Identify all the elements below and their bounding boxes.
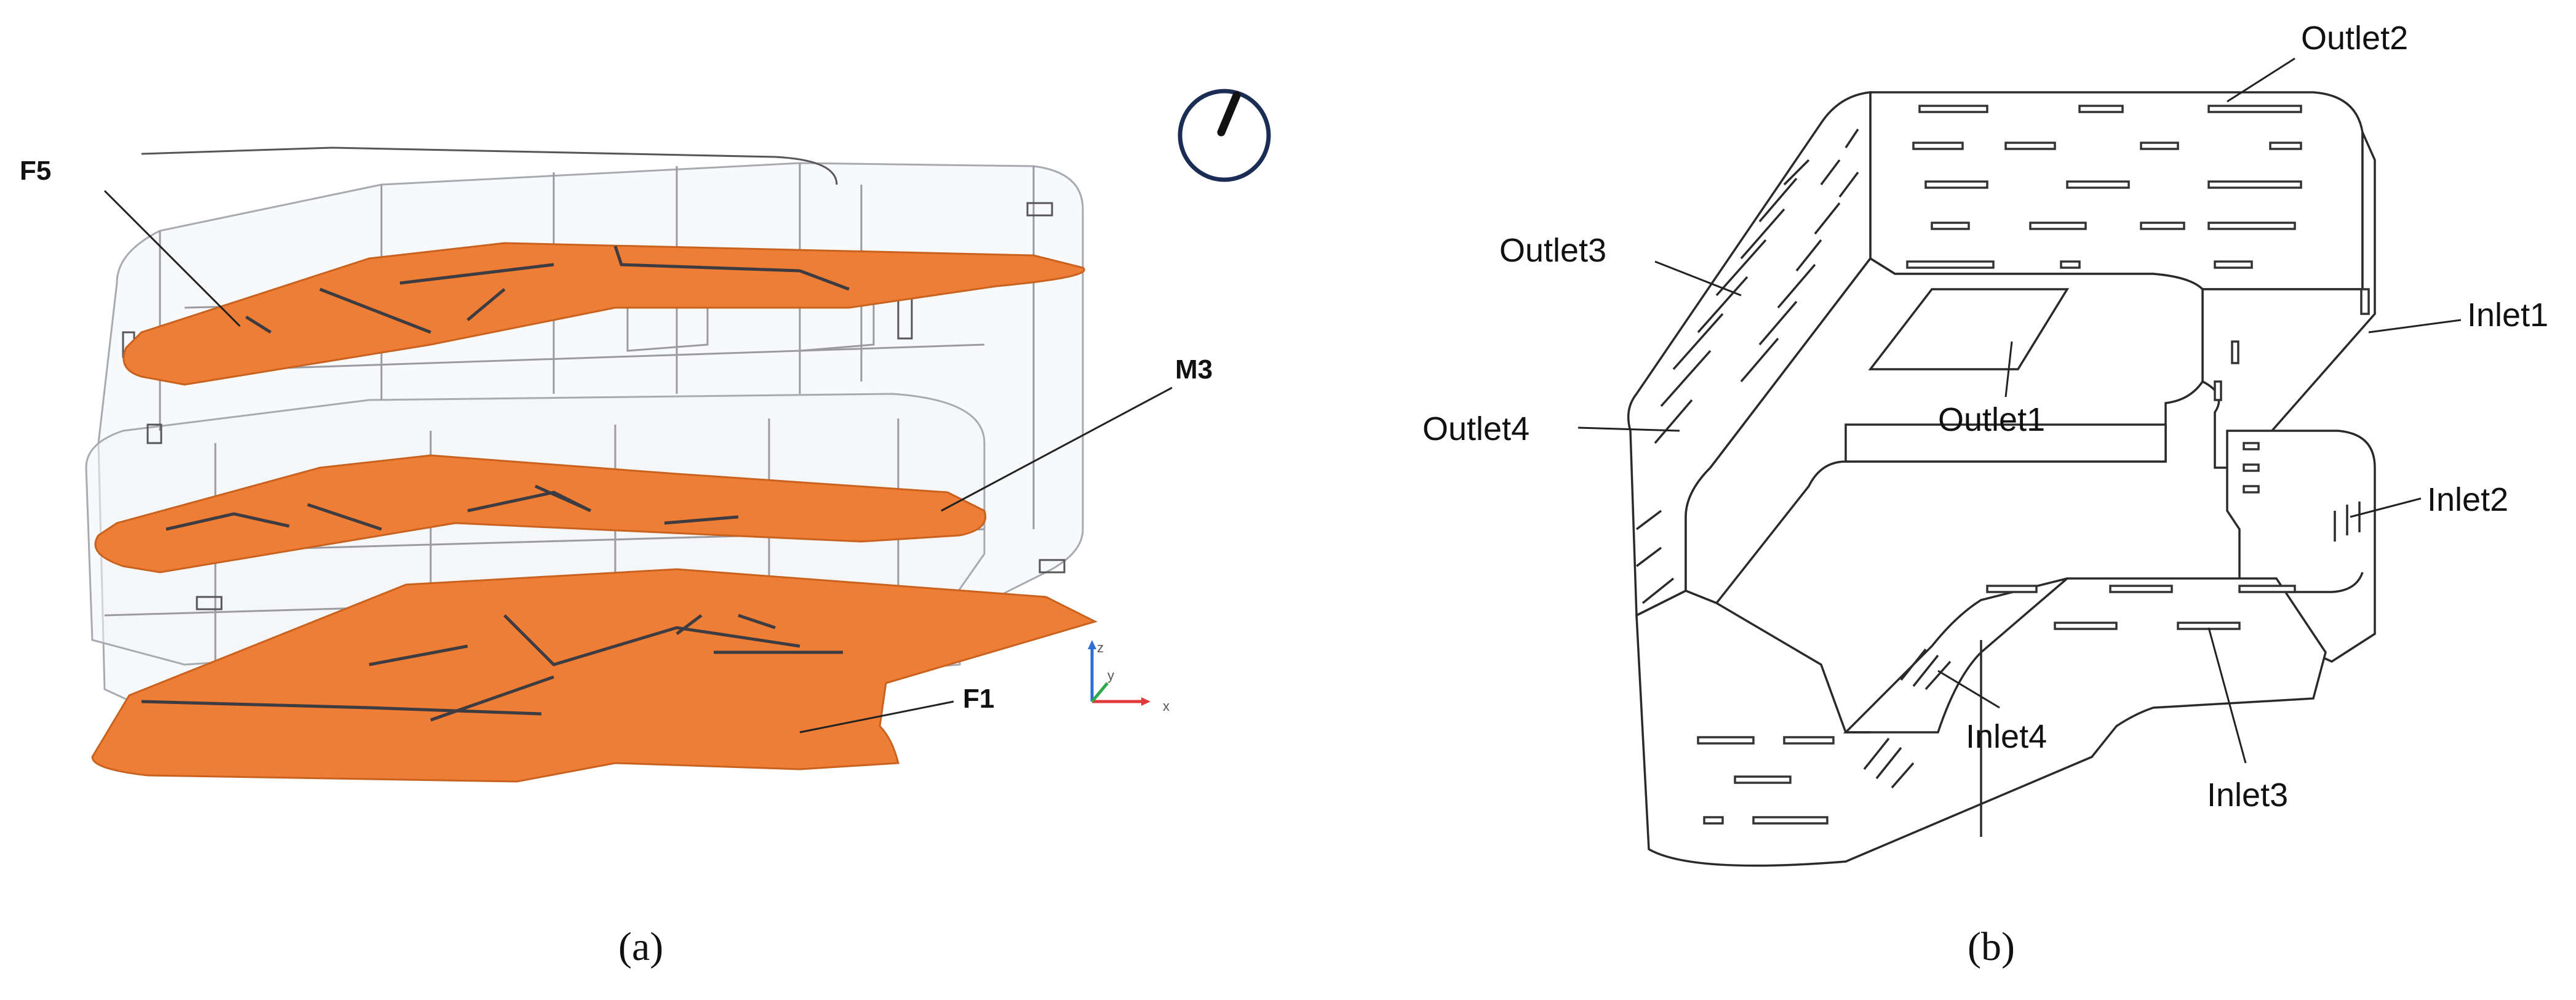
label-inlet3: Inlet3 [2207,777,2288,814]
label-f1-group: F1 [799,684,994,734]
label-outlet4-group: Outlet4 [1422,410,1680,447]
label-inlet1: Inlet1 [2467,297,2548,334]
outlet1-square [1868,288,2070,370]
label-outlet1: Outlet1 [1938,401,2045,438]
caption-b: (b) [1968,924,2015,969]
panel-a-building-model: F5 M3 F1 z y x (a) [20,89,1271,969]
axis-y-label: y [1107,668,1114,683]
label-outlet2-group: Outlet2 [2227,20,2408,103]
label-inlet4-group: Inlet4 [1937,670,2047,755]
label-f5-group: F5 [20,156,241,327]
floor-f1 [91,568,1098,783]
axis-z-label: z [1097,640,1104,655]
label-outlet4: Outlet4 [1422,410,1529,447]
lower-floor [1635,510,2327,867]
label-m3: M3 [1175,354,1213,385]
compass-icon [1178,89,1271,182]
label-m3-group: M3 [941,354,1213,512]
label-outlet3-group: Outlet3 [1499,232,1742,297]
label-f1: F1 [963,684,994,714]
label-outlet2: Outlet2 [2301,20,2408,57]
label-f5: F5 [20,156,51,186]
label-inlet4: Inlet4 [1966,718,2047,755]
middle-plate [1685,257,2204,605]
axis-x-label: x [1163,698,1170,714]
axis-triad-icon: z y x [1088,640,1170,714]
label-inlet2: Inlet2 [2427,481,2508,518]
floor-f5 [122,242,1085,386]
caption-a: (a) [618,924,663,969]
label-outlet3: Outlet3 [1499,232,1606,269]
label-inlet2-group: Inlet2 [2350,481,2508,518]
back-wall [1869,91,2364,290]
label-inlet1-group: Inlet1 [2368,297,2548,334]
left-wall-slots [1654,129,1859,444]
floor-m3 [94,454,986,574]
panel-b-boundary-model: Outlet2 Outlet3 Outlet4 Outlet1 Inlet1 I… [1422,20,2548,969]
label-outlet1-group: Outlet1 [1938,341,2045,438]
label-inlet3-group: Inlet3 [2207,627,2288,814]
